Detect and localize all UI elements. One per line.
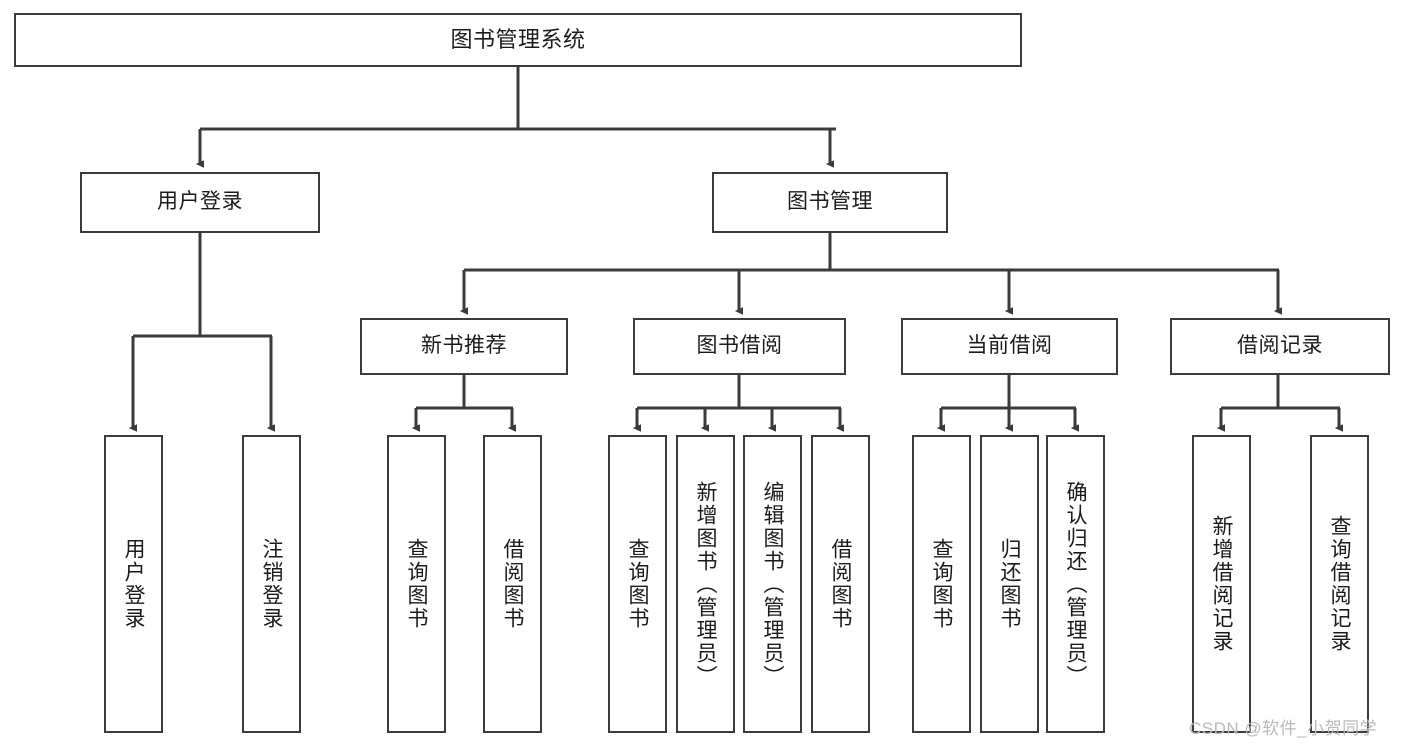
node-label: 确认归还（管理员） (1064, 480, 1087, 688)
node-leaf-query-book-borrow[interactable]: 查询图书 (608, 435, 667, 733)
node-label: 用户登录 (122, 538, 145, 630)
node-leaf-add-borrow-record[interactable]: 新增借阅记录 (1192, 435, 1251, 733)
node-leaf-query-borrow-record[interactable]: 查询借阅记录 (1310, 435, 1369, 733)
node-label: 查询图书 (626, 538, 649, 630)
node-label: 当前借阅 (966, 334, 1053, 358)
node-label: 注销登录 (260, 538, 283, 630)
node-user-login[interactable]: 用户登录 (80, 172, 320, 233)
node-label: 借阅图书 (829, 538, 852, 630)
node-leaf-add-book-admin[interactable]: 新增图书（管理员） (676, 435, 735, 733)
node-leaf-return-book[interactable]: 归还图书 (980, 435, 1039, 733)
watermark-text: CSDN @软件_小贺同学 (1189, 719, 1378, 738)
node-book-management[interactable]: 图书管理 (712, 172, 948, 233)
node-leaf-logout[interactable]: 注销登录 (242, 435, 301, 733)
node-label: 图书管理系统 (450, 27, 586, 53)
node-label: 用户登录 (157, 190, 243, 214)
node-label: 查询图书 (930, 538, 953, 630)
node-label: 借阅记录 (1237, 334, 1323, 358)
node-leaf-borrow-book-newbook[interactable]: 借阅图书 (483, 435, 542, 733)
node-leaf-confirm-return-admin[interactable]: 确认归还（管理员） (1046, 435, 1105, 733)
node-label: 图书管理 (787, 190, 873, 214)
node-label: 编辑图书（管理员） (761, 480, 784, 688)
node-leaf-query-book-newbook[interactable]: 查询图书 (387, 435, 446, 733)
node-root-book-management-system[interactable]: 图书管理系统 (14, 13, 1022, 67)
node-label: 新增图书（管理员） (694, 480, 717, 688)
node-borrow-record[interactable]: 借阅记录 (1170, 318, 1390, 375)
node-label: 归还图书 (998, 538, 1021, 630)
node-leaf-edit-book-admin[interactable]: 编辑图书（管理员） (743, 435, 802, 733)
node-new-book-recommend[interactable]: 新书推荐 (360, 318, 568, 375)
node-current-borrow[interactable]: 当前借阅 (901, 318, 1118, 375)
node-label: 借阅图书 (501, 538, 524, 630)
node-book-borrow[interactable]: 图书借阅 (633, 318, 846, 375)
node-label: 图书借阅 (696, 334, 783, 358)
node-label: 查询借阅记录 (1328, 515, 1351, 653)
node-leaf-borrow-book-borrow[interactable]: 借阅图书 (811, 435, 870, 733)
node-label: 查询图书 (405, 538, 428, 630)
node-label: 新增借阅记录 (1210, 515, 1233, 653)
node-label: 新书推荐 (421, 334, 507, 358)
node-leaf-query-book-current[interactable]: 查询图书 (912, 435, 971, 733)
node-leaf-user-login[interactable]: 用户登录 (104, 435, 163, 733)
